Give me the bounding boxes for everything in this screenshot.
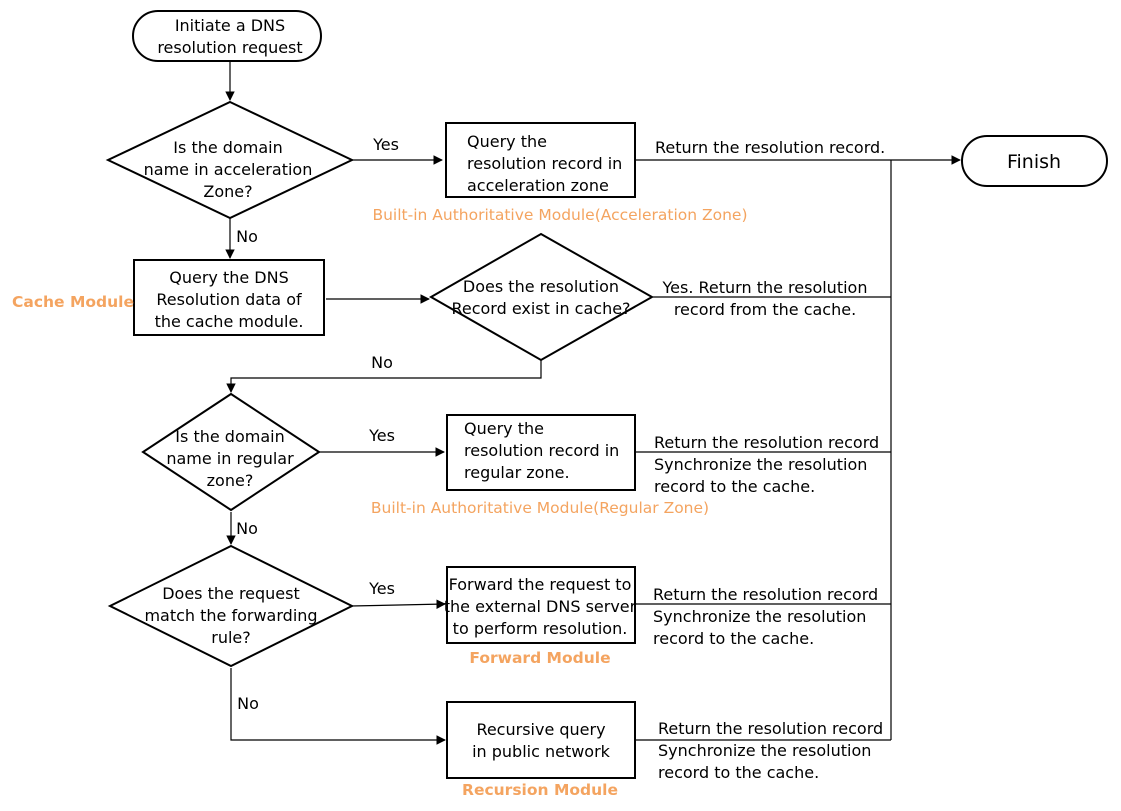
text-line: Resolution data of — [156, 290, 302, 309]
text-line: Finish — [1007, 151, 1061, 173]
edge-label-yes-forward: Yes — [368, 579, 395, 598]
text-line: Does the resolution — [463, 277, 619, 296]
text-line: resolution record in — [464, 441, 619, 460]
text-line: Recursion Module — [462, 781, 618, 799]
finish-text: Finish — [1007, 151, 1061, 173]
text-line: Recursive query — [476, 720, 605, 739]
forward-text: Forward the request to the external DNS s… — [444, 575, 637, 638]
module-label-recursion: Recursion Module — [462, 781, 618, 799]
shapes — [105, 10, 1108, 779]
text-line: record from the cache. — [674, 300, 856, 319]
text-line: Is the domain — [173, 138, 282, 157]
return-cache-text: Yes. Return the resolution record from th… — [662, 278, 868, 319]
text-line: record to the cache. — [653, 629, 814, 648]
text-line: Query the DNS — [169, 268, 289, 287]
text-line: Built-in Authoritative Module(Accelerati… — [372, 206, 747, 224]
text-line: No — [371, 353, 393, 372]
text-line: the cache module. — [155, 312, 304, 331]
text-line: Return the resolution record. — [655, 138, 885, 157]
text-line: name in acceleration — [144, 160, 313, 179]
forwarding-rule-decision — [107, 544, 355, 668]
text-line: resolution request — [157, 38, 302, 57]
text-line: record to the cache. — [658, 763, 819, 782]
edge-label-no-accel: No — [236, 227, 258, 246]
text-line: to perform resolution. — [453, 619, 628, 638]
text-line: Return the resolution record — [653, 585, 878, 604]
query-accel-box — [445, 122, 636, 198]
text-line: Yes — [368, 426, 395, 445]
text-line: Forward Module — [469, 649, 610, 667]
edge-label-no-forward: No — [237, 694, 259, 713]
text-line: the external DNS server — [444, 597, 637, 616]
text-line: acceleration zone — [467, 176, 609, 195]
text-line: Built-in Authoritative Module(Regular Zo… — [371, 499, 709, 517]
module-label-accel: Built-in Authoritative Module(Accelerati… — [372, 206, 747, 224]
query-cache-box — [133, 259, 325, 336]
text-line: Query the — [464, 419, 544, 438]
text-line: resolution record in — [467, 154, 622, 173]
connectors — [225, 62, 961, 745]
recursive-box — [446, 701, 636, 779]
edge-label-yes-regular: Yes — [368, 426, 395, 445]
text-line: Yes — [368, 579, 395, 598]
cache-exists-decision — [428, 232, 655, 362]
text-line: Cache Module — [12, 293, 134, 311]
module-label-forward: Forward Module — [469, 649, 610, 667]
text-line: Synchronize the resolution — [653, 607, 866, 626]
regular-zone-decision — [141, 392, 321, 512]
finish-terminal — [961, 135, 1108, 187]
text-line: record to the cache. — [654, 477, 815, 496]
text-line: Yes. Return the resolution — [662, 278, 868, 297]
start-text: Initiate a DNS resolution request — [157, 16, 302, 57]
text-line: Synchronize the resolution — [658, 741, 871, 760]
text-line: Forward the request to — [449, 575, 632, 594]
text-line: Query the — [467, 132, 547, 151]
text-line: Return the resolution record — [658, 719, 883, 738]
regular-decision-text: Is the domain name in regular zone? — [166, 427, 294, 490]
module-label-regular: Built-in Authoritative Module(Regular Zo… — [371, 499, 709, 517]
text-line: No — [236, 519, 258, 538]
accel-zone-decision — [105, 100, 355, 220]
text-line: Zone? — [203, 182, 252, 201]
module-label-cache: Cache Module — [12, 293, 134, 311]
text-line: Yes — [372, 135, 399, 154]
forward-decision-text: Does the request match the forwarding rule… — [144, 584, 317, 647]
recursive-text: Recursive query in public network — [472, 720, 611, 761]
return-accel-text: Return the resolution record. — [655, 138, 885, 157]
text-line: name in regular — [166, 449, 294, 468]
text-line: in public network — [472, 742, 611, 761]
edge-label-yes-accel: Yes — [372, 135, 399, 154]
forward-box — [446, 566, 636, 644]
query-regular-text: Query the resolution record in regular zon… — [464, 419, 619, 482]
text-line: Return the resolution record — [654, 433, 879, 452]
edge-forward-yes — [350, 599, 446, 609]
text-line: zone? — [207, 471, 254, 490]
text-line: No — [237, 694, 259, 713]
query-accel-text: Query the resolution record in acceleratio… — [467, 132, 622, 195]
edge-forward-no — [230, 668, 446, 745]
query-regular-box — [446, 414, 636, 491]
text-line: Does the request — [162, 584, 300, 603]
edge-label-no-regular: No — [236, 519, 258, 538]
query-cache-text: Query the DNS Resolution data of the cache… — [155, 268, 304, 331]
text-layer: Initiate a DNS resolution request Is the … — [12, 16, 1061, 799]
text-line: regular zone. — [464, 463, 570, 482]
start-terminal — [132, 10, 322, 62]
edge-label-no-cache: No — [371, 353, 393, 372]
text-line: Is the domain — [175, 427, 284, 446]
text-line: No — [236, 227, 258, 246]
text-line: Initiate a DNS — [175, 16, 285, 35]
edge-cache-no — [226, 360, 542, 393]
text-line: rule? — [211, 628, 251, 647]
text-line: Synchronize the resolution — [654, 455, 867, 474]
text-line: Record exist in cache? — [451, 299, 630, 318]
text-line: match the forwarding — [144, 606, 317, 625]
